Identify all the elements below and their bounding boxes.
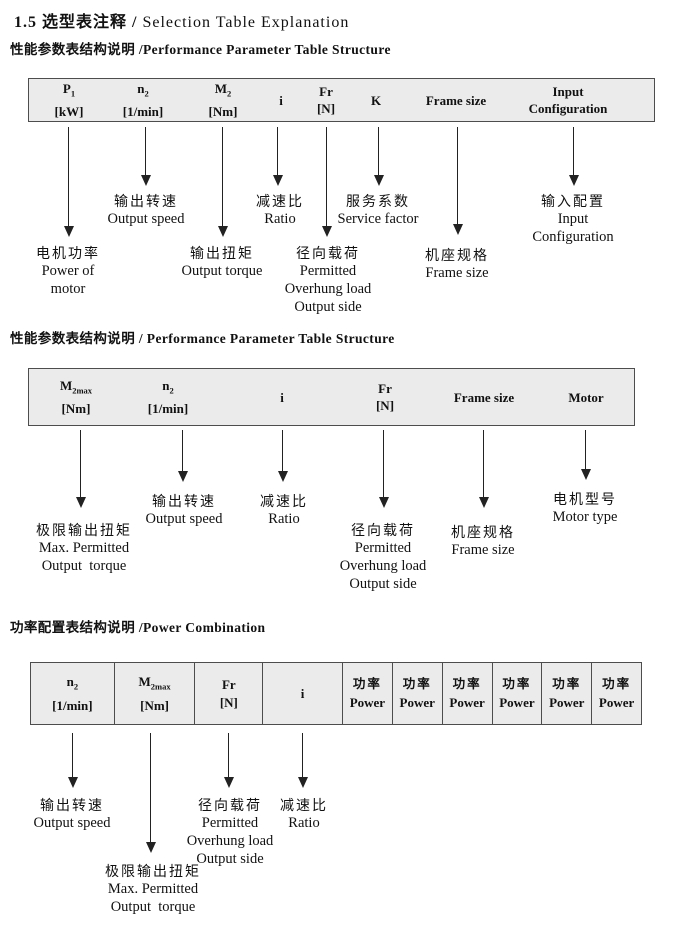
callout-ratio: 减速比 Ratio bbox=[260, 493, 308, 527]
down-arrow bbox=[63, 127, 74, 237]
column-header-motor: Motor bbox=[568, 389, 604, 405]
page-title-zh: 1.5 选型表注释 / bbox=[14, 14, 138, 31]
column-header-m2max: M2max[Nm] bbox=[59, 378, 93, 416]
section-heading: 功率配置表结构说明 /Power Combination bbox=[10, 620, 266, 635]
callout-output-speed: 输出转速 Output speed bbox=[33, 797, 111, 831]
callout-overhung-load: 径向载荷 Permitted Overhung load Output side bbox=[186, 797, 274, 867]
down-arrow bbox=[478, 430, 489, 508]
callout-power-of-motor: 电机功率 Power of motor bbox=[36, 245, 100, 297]
column-header-m2max: M2max[Nm] bbox=[113, 663, 195, 724]
page-title: 1.5 选型表注释 / Selection Table Explanation bbox=[14, 8, 349, 32]
down-arrow bbox=[378, 430, 389, 508]
callout-frame-size: 机座规格 Frame size bbox=[425, 247, 489, 281]
down-arrow bbox=[277, 430, 288, 482]
section-heading: 性能参数表结构说明 /Performance Parameter Table S… bbox=[10, 42, 391, 57]
down-arrow bbox=[373, 127, 384, 186]
down-arrow bbox=[568, 127, 579, 186]
column-header-frame-size: Frame size bbox=[425, 92, 487, 108]
down-arrow bbox=[580, 430, 591, 480]
column-header-fr: Fr[N] bbox=[194, 663, 262, 724]
callout-service-factor: 服务系数 Service factor bbox=[337, 193, 419, 227]
column-header-m2: M2[Nm] bbox=[208, 81, 238, 119]
column-header-n2: n2[1/min] bbox=[52, 674, 93, 713]
column-header-fr: Fr[N] bbox=[316, 84, 336, 116]
down-arrow bbox=[217, 127, 228, 237]
down-arrow bbox=[321, 127, 332, 237]
down-arrow bbox=[272, 127, 283, 186]
parameter-table-header: M2max[Nm] n2[1/min] i Fr[N] Frame size M… bbox=[28, 368, 635, 426]
column-header-i: i bbox=[280, 389, 284, 405]
callout-output-speed: 输出转速 Output speed bbox=[145, 493, 223, 527]
callout-frame-size: 机座规格 Frame size bbox=[451, 524, 515, 558]
callout-overhung-load: 径向载荷 Permitted Overhung load Output side bbox=[284, 245, 372, 315]
callout-input-configuration: 输入配置 Input Configuration bbox=[532, 193, 614, 245]
callout-output-speed: 输出转速 Output speed bbox=[107, 193, 185, 227]
down-arrow bbox=[67, 733, 78, 788]
down-arrow bbox=[75, 430, 86, 508]
callout-overhung-load: 径向载荷 Permitted Overhung load Output side bbox=[339, 522, 427, 592]
column-header-n2: n2[1/min] bbox=[122, 81, 164, 119]
column-header-frame-size: Frame size bbox=[453, 389, 515, 405]
column-header-i: i bbox=[262, 663, 342, 724]
parameter-table-header: P1[kW] n2[1/min] M2[Nm] i Fr[N] K Frame … bbox=[28, 78, 655, 122]
down-arrow bbox=[452, 127, 463, 235]
section-heading: 性能参数表结构说明 / Performance Parameter Table … bbox=[10, 331, 395, 346]
down-arrow bbox=[223, 733, 234, 788]
down-arrow bbox=[177, 430, 188, 482]
down-arrow bbox=[145, 733, 156, 853]
callout-max-output-torque: 极限输出扭矩 Max. Permitted Output torque bbox=[36, 522, 132, 574]
column-header-p1: P1[kW] bbox=[54, 81, 84, 119]
callout-ratio: 减速比 Ratio bbox=[256, 193, 304, 227]
column-header-k: K bbox=[370, 92, 382, 108]
page-title-en: Selection Table Explanation bbox=[137, 14, 350, 31]
column-header-n2: n2[1/min] bbox=[147, 378, 189, 416]
callout-output-torque: 输出扭矩 Output torque bbox=[181, 245, 263, 279]
down-arrow bbox=[297, 733, 308, 788]
callout-motor-type: 电机型号 Motor type bbox=[552, 491, 618, 525]
down-arrow bbox=[140, 127, 151, 186]
callout-max-output-torque: 极限输出扭矩 Max. Permitted Output torque bbox=[105, 863, 201, 915]
column-header-i: i bbox=[279, 92, 283, 108]
column-header-fr: Fr[N] bbox=[375, 381, 395, 413]
callout-ratio: 减速比 Ratio bbox=[280, 797, 328, 831]
